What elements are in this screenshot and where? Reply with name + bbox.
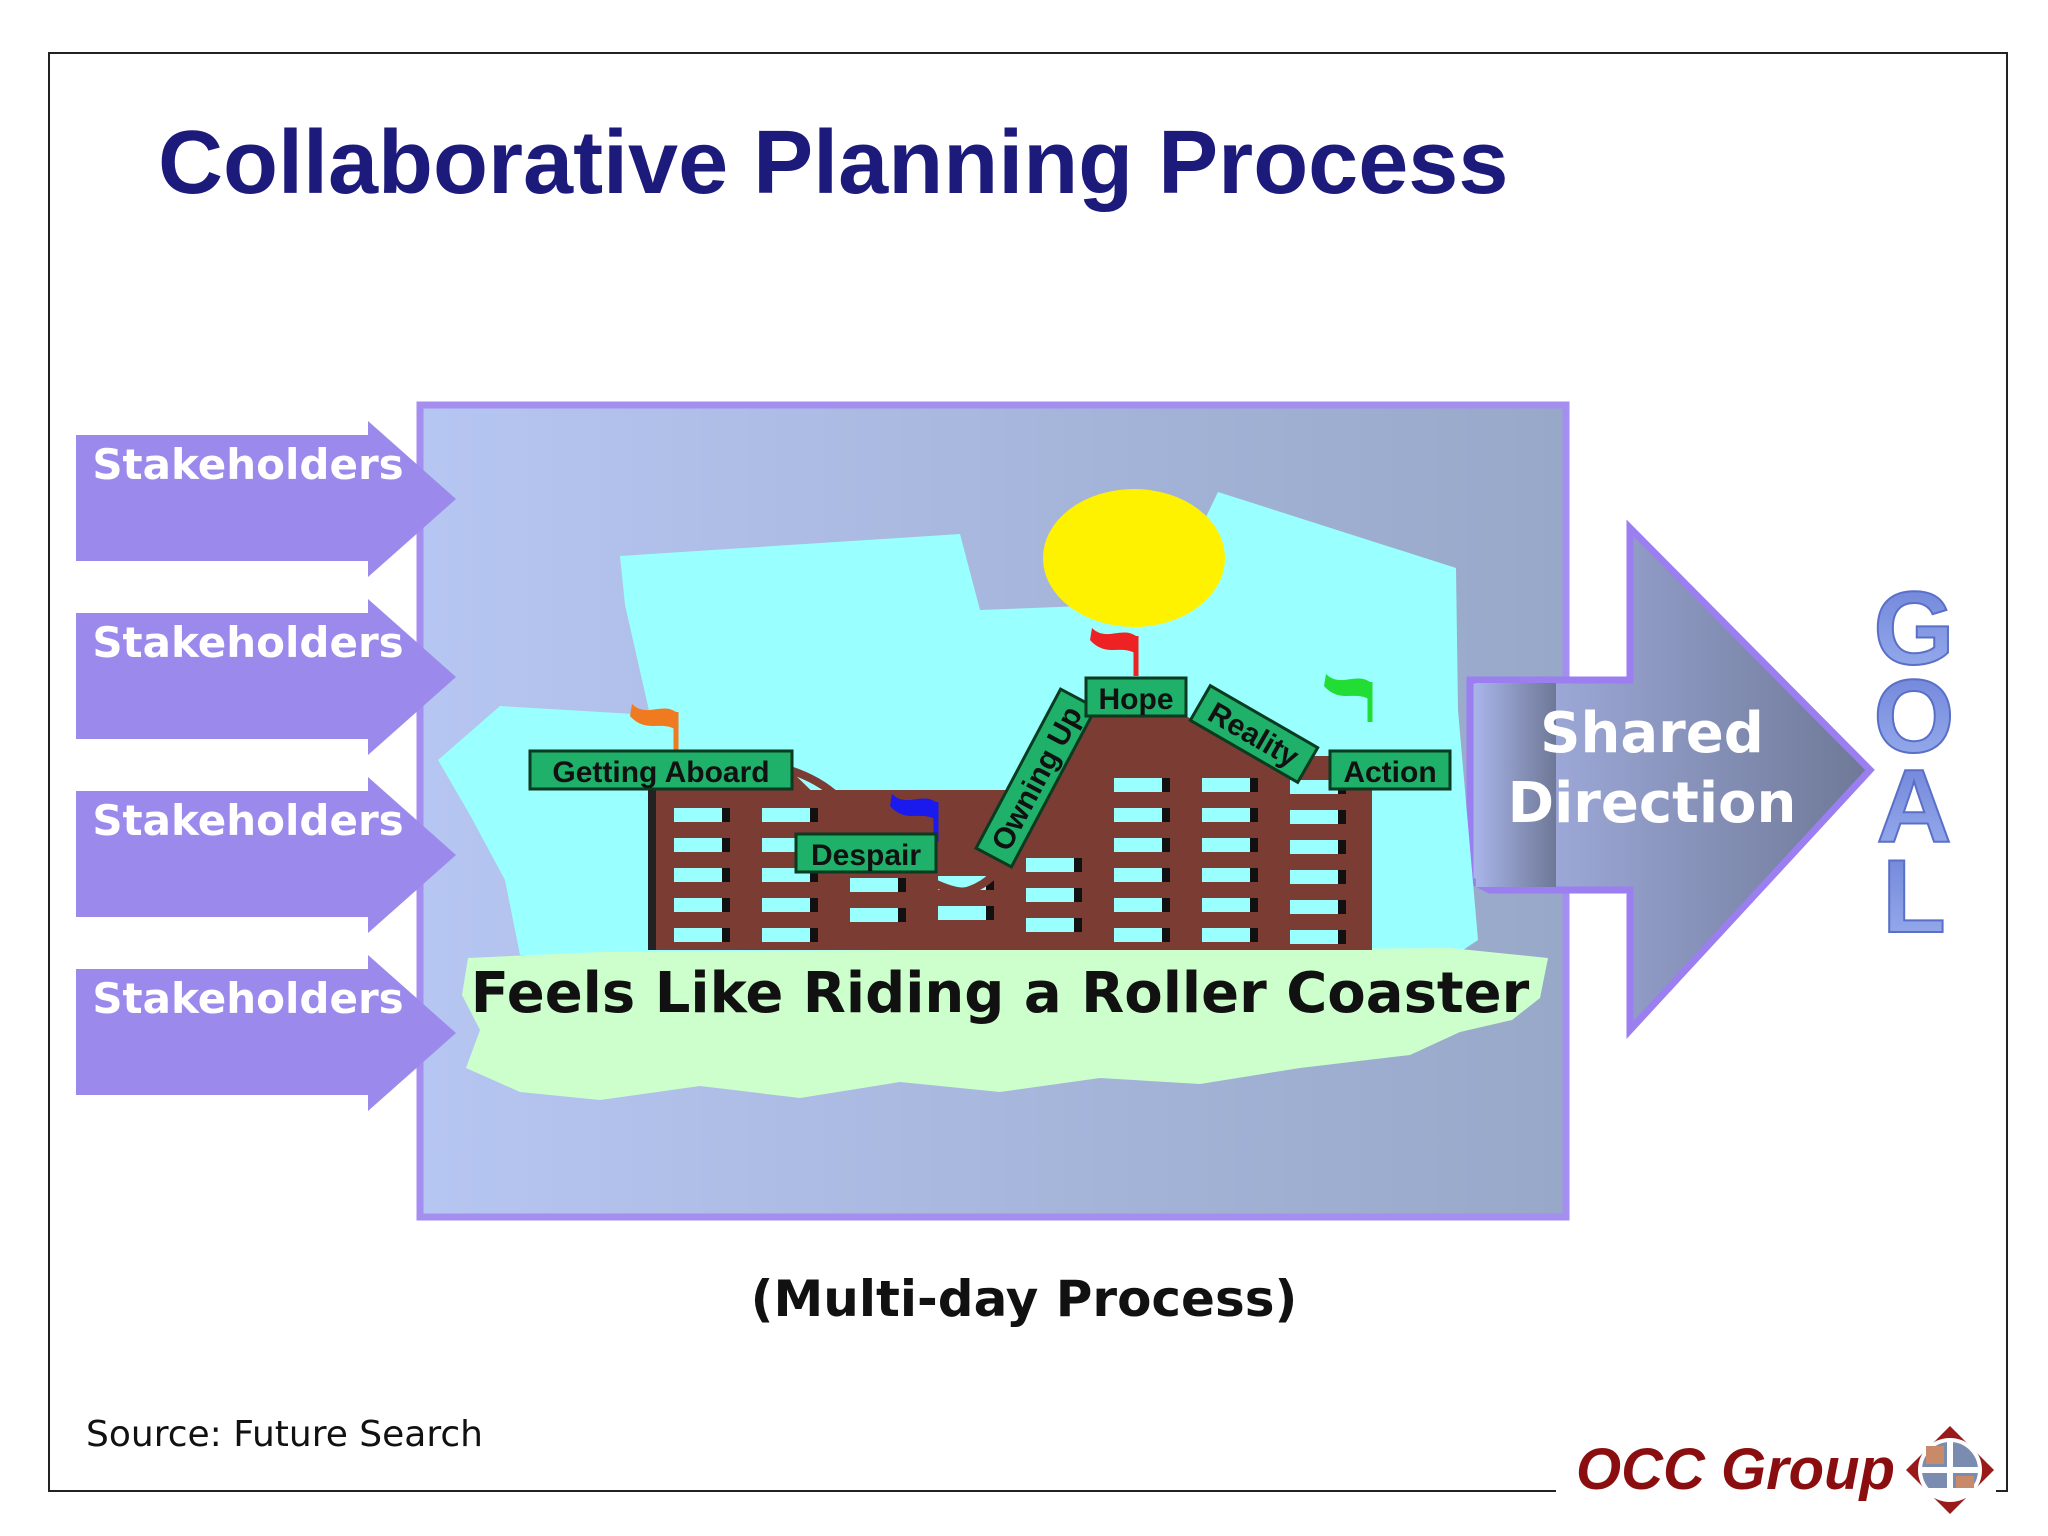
stage-label-despair: Despair bbox=[794, 832, 938, 874]
shared-direction-arrow bbox=[1466, 519, 1875, 1039]
occ-logo-icon bbox=[1906, 1426, 1994, 1514]
svg-text:Hope: Hope bbox=[1099, 683, 1174, 716]
stakeholders-label: Stakeholders bbox=[92, 974, 403, 1023]
stakeholders-label: Stakeholders bbox=[92, 796, 403, 845]
stakeholders-arrow: Stakeholders bbox=[76, 777, 456, 933]
brand-name: OCC Group bbox=[1576, 1437, 1895, 1502]
flags bbox=[630, 628, 1373, 842]
goal-letter: L bbox=[1882, 839, 1946, 955]
stage-label-action: Action bbox=[1328, 749, 1452, 791]
source-note: Source: Future Search bbox=[86, 1414, 483, 1455]
svg-text:Despair: Despair bbox=[811, 839, 921, 872]
stakeholders-label: Stakeholders bbox=[92, 440, 403, 489]
goal-letter: A bbox=[1876, 749, 1951, 865]
stakeholders-arrow: Stakeholders bbox=[76, 599, 456, 755]
roller-coaster bbox=[648, 716, 1372, 950]
svg-text:Action: Action bbox=[1343, 756, 1436, 789]
stakeholders-arrow: Stakeholders bbox=[76, 421, 456, 577]
process-duration-note: (Multi-day Process) bbox=[750, 1270, 1298, 1328]
flag bbox=[1090, 628, 1139, 676]
sun bbox=[1043, 489, 1225, 627]
goal-letter: O bbox=[1874, 659, 1955, 775]
scene-caption: Feels Like Riding a Roller Coaster bbox=[471, 961, 1530, 1026]
svg-text:Getting Aboard: Getting Aboard bbox=[552, 756, 769, 789]
stage-label-getting-aboard: Getting Aboard bbox=[528, 749, 794, 791]
flag bbox=[1324, 674, 1373, 722]
shared-direction-line1: Shared bbox=[1540, 701, 1764, 766]
stage-label-hope: Hope bbox=[1084, 676, 1188, 718]
ground bbox=[462, 948, 1548, 1100]
stakeholders-arrow: Stakeholders bbox=[76, 955, 456, 1111]
goal-letter: G bbox=[1874, 571, 1955, 687]
slide-title: Collaborative Planning Process bbox=[158, 113, 1509, 213]
shared-direction-line2: Direction bbox=[1508, 771, 1797, 836]
flag bbox=[630, 704, 679, 752]
stakeholders-label: Stakeholders bbox=[92, 618, 403, 667]
